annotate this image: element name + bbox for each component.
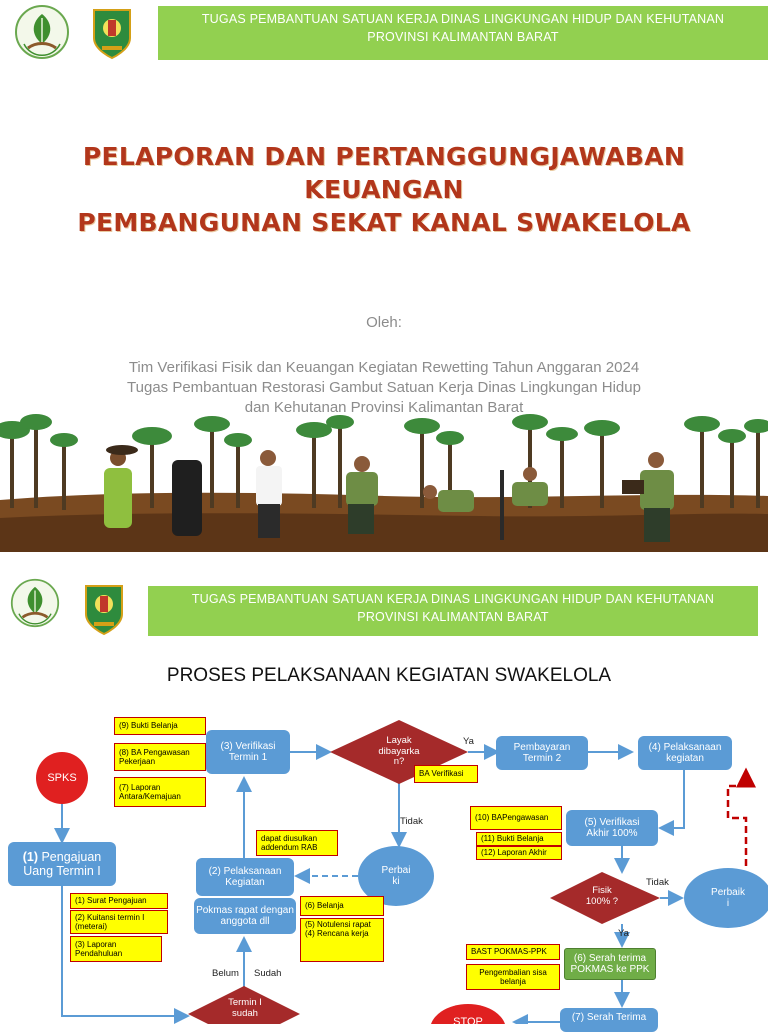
layak-line-3: n?	[393, 756, 405, 768]
pokmas-rapat-box[interactable]: Pokmas rapat dengan anggota dll	[194, 898, 296, 934]
pembayaran-termin-2-box[interactable]: Pembayaran Termin 2	[496, 736, 588, 770]
doc-ba-verifikasi: BA Verifikasi	[414, 765, 478, 783]
verifikasi-termin-1-box[interactable]: (3) Verifikasi Termin 1	[206, 730, 290, 774]
pelaksanaan2-line-1: (2) Pelaksanaan	[208, 865, 282, 877]
verifikasi-akhir-line-2: Akhir 100%	[586, 828, 638, 839]
byline-line-1: Tim Verifikasi Fisik dan Keuangan Kegiat…	[128, 359, 640, 376]
header-banner: TUGAS PEMBANTUAN SATUAN KERJA DINAS LING…	[158, 6, 768, 60]
verifikasi-akhir-line-1: (5) Verifikasi	[584, 816, 640, 828]
fisik-line-2: 100% ?	[585, 896, 619, 907]
perbaiki-line-2: ki	[392, 876, 400, 887]
title-line-2: PEMBANGUNAN SEKAT KANAL SWAKELOLA	[77, 208, 691, 237]
doc-surat-pengajuan: (1) Surat Pengajuan	[70, 893, 168, 909]
verifikasi-termin-line-2: Termin 1	[228, 752, 268, 763]
pelaksanaan4-line-2: kegiatan	[666, 753, 704, 764]
perbaiki-2-label: Perbaik i	[690, 882, 766, 914]
doc-rencana-kerja: (4) Rencana kerja	[305, 929, 369, 939]
header-line-1: TUGAS PEMBANTUAN SATUAN KERJA DINAS LING…	[201, 12, 725, 26]
oleh-label: Oleh:	[366, 314, 402, 331]
byline-line-3: dan Kehutanan Provinsi Kalimantan Barat	[244, 399, 524, 416]
title-line-1: PELAPORAN DAN PERTANGGUNGJAWABAN KEUANGA…	[82, 142, 686, 204]
stop-oval	[431, 1004, 505, 1024]
byline-line-2: Tugas Pembantuan Restorasi Gambut Satuan…	[127, 379, 641, 396]
provincial-emblem-logo	[90, 6, 134, 60]
verifikasi-akhir-box[interactable]: (5) Verifikasi Akhir 100%	[566, 810, 658, 846]
perbaiki-circle	[358, 846, 434, 906]
perbaiki-2-circle	[684, 868, 768, 928]
header-line-2: PROVINSI KALIMANTAN BARAT	[367, 30, 559, 44]
klhk-logo	[10, 578, 60, 628]
layak-line-2: dibayarka	[378, 745, 420, 757]
serah6-line-2: POKMAS ke PPK	[570, 964, 650, 975]
provincial-emblem-logo	[82, 582, 126, 636]
tidak-2-label: Tidak	[646, 877, 669, 888]
sudah-label: Sudah	[254, 968, 282, 979]
termin-line-2: sudah	[232, 1008, 258, 1019]
note-addendum-rab: dapat diusulkan addendum RAB	[256, 830, 338, 856]
doc-ba-pengawasan: (8) BA Pengawasan Pekerjaan	[114, 743, 206, 771]
pelaksanaan4-line-1: (4) Pelaksanaan	[648, 741, 722, 753]
termin-line-1: Termin I	[228, 997, 262, 1009]
doc-bast: BAST POKMAS-PPK	[466, 944, 560, 960]
spks-circle	[36, 752, 88, 804]
perbaiki-label: Perbai ki	[358, 858, 434, 894]
doc-belanja: (6) Belanja	[300, 896, 384, 916]
layak-line-1: Layak	[386, 734, 412, 746]
fisik-line-1: Fisik	[592, 885, 612, 897]
fisik-decision-diamond	[550, 872, 660, 924]
slide-2-title: PROSES PELAKSANAAN KEGIATAN SWAKELOLA	[166, 665, 612, 686]
pelaksanaan-kegiatan-4-box[interactable]: (4) Pelaksanaan kegiatan	[638, 736, 732, 770]
pengajuan-line-1: (1) Pengajuan	[22, 849, 102, 864]
slide-1-title: PELAPORAN DAN PERTANGGUNGJAWABAN KEUANGA…	[0, 140, 768, 239]
pelaksanaan2-line-2: Kegiatan	[225, 877, 265, 888]
pengajuan-termin-1-box[interactable]: (1) Pengajuan Uang Termin I	[8, 842, 116, 886]
spks-label: SPKS	[47, 771, 77, 784]
serah-terima-6-box[interactable]: (6) Serah terima POKMAS ke PPK	[564, 948, 656, 980]
doc-kuitansi: (2) Kuitansi termin I (meterai)	[70, 910, 168, 934]
verifikasi-termin-line-1: (3) Verifikasi	[220, 740, 276, 752]
ya-2-label: Ya	[618, 928, 629, 939]
header-line-2: PROVINSI KALIMANTAN BARAT	[357, 610, 549, 624]
forest-workers-illustration	[0, 400, 768, 552]
perbaiki2-line-2: i	[726, 898, 730, 909]
pembayaran-line-2: Termin 2	[522, 753, 562, 764]
tidak-label: Tidak	[400, 816, 423, 827]
doc-notulensi: (5) Notulensi rapat	[305, 920, 371, 929]
byline: Tim Verifikasi Fisik dan Keuangan Kegiat…	[80, 358, 688, 418]
ya-label: Ya	[463, 736, 474, 747]
doc-laporan-akhir: (12) Laporan Akhir	[476, 846, 562, 860]
stop-label: STOP	[453, 1015, 483, 1028]
klhk-logo	[14, 4, 70, 60]
serah-terima-7-box[interactable]: (7) Serah Terima	[560, 1008, 658, 1032]
belum-label: Belum	[212, 968, 239, 979]
pengajuan-line-2: Uang Termin I	[23, 864, 101, 878]
doc-pengembalian: Pengembalian sisa belanja	[466, 964, 560, 990]
doc-notulensi-rencana: (5) Notulensi rapat (4) Rencana kerja	[300, 918, 384, 962]
doc-ba-pengawasan-akhir: (10) BAPengawasan	[470, 806, 562, 830]
termin-decision-diamond	[188, 986, 300, 1024]
pembayaran-line-1: Pembayaran	[513, 741, 571, 753]
pelaksanaan-kegiatan-2-box[interactable]: (2) Pelaksanaan Kegiatan	[196, 858, 294, 896]
perbaiki-line-1: Perbai	[381, 864, 411, 876]
header-line-1: TUGAS PEMBANTUAN SATUAN KERJA DINAS LING…	[191, 592, 715, 606]
termin-label: Termin I sudah	[206, 996, 284, 1022]
serah6-line-1: (6) Serah terima	[573, 952, 647, 964]
doc-bukti-belanja-akhir: (11) Bukti Belanja	[476, 832, 562, 846]
perbaiki2-line-1: Perbaik	[711, 886, 745, 898]
doc-laporan-antara: (7) Laporan Antara/Kemajuan	[114, 777, 206, 807]
header-banner-2: TUGAS PEMBANTUAN SATUAN KERJA DINAS LING…	[148, 586, 758, 636]
doc-laporan-pendahuluan: (3) Laporan Pendahuluan	[70, 936, 162, 962]
fisik-label: Fisik 100% ?	[566, 882, 638, 912]
doc-bukti-belanja: (9) Bukti Belanja	[114, 717, 206, 735]
layak-label: Layak dibayarka n?	[350, 730, 448, 774]
